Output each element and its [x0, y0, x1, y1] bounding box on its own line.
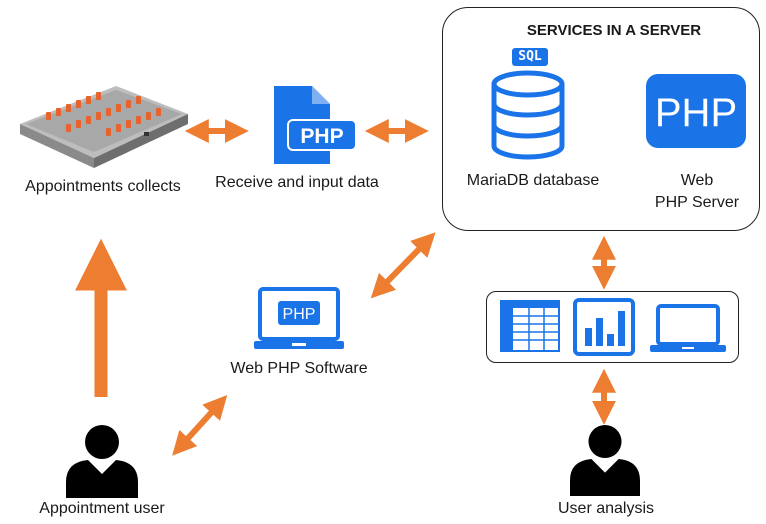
- laptop-php-icon: PHP: [254, 287, 344, 349]
- arrow-user-software: [172, 395, 228, 456]
- sql-badge: SQL: [512, 48, 548, 66]
- spreadsheet-icon: [500, 300, 560, 352]
- web-php-software-label: Web PHP Software: [230, 360, 368, 377]
- php-file-icon-text: PHP: [300, 125, 343, 148]
- php-server-label-line1: Web: [680, 172, 714, 189]
- user-analysis-icon: [570, 425, 640, 496]
- server-title: SERVICES IN A SERVER: [526, 22, 702, 39]
- user-analysis-label: User analysis: [557, 500, 655, 517]
- mariadb-label: MariaDB database: [466, 172, 600, 189]
- php-server-label-line2: PHP Server: [654, 194, 740, 211]
- receive-input-label: Receive and input data: [215, 174, 379, 191]
- appointments-collects-label: Appointments collects: [25, 178, 181, 195]
- php-server-icon: PHP: [646, 74, 746, 148]
- arrow-software-server: [370, 232, 436, 299]
- database-icon: [491, 70, 565, 160]
- appointment-user-label: Appointment user: [39, 500, 165, 517]
- php-file-icon: PHP: [274, 86, 357, 164]
- laptop-icon: [650, 304, 726, 352]
- php-server-icon-text: PHP: [655, 91, 737, 135]
- bar-chart-icon: [573, 298, 635, 356]
- laptop-php-icon-text: PHP: [283, 306, 316, 323]
- appointment-user-icon: [66, 425, 138, 498]
- collector-device-icon: [20, 86, 188, 168]
